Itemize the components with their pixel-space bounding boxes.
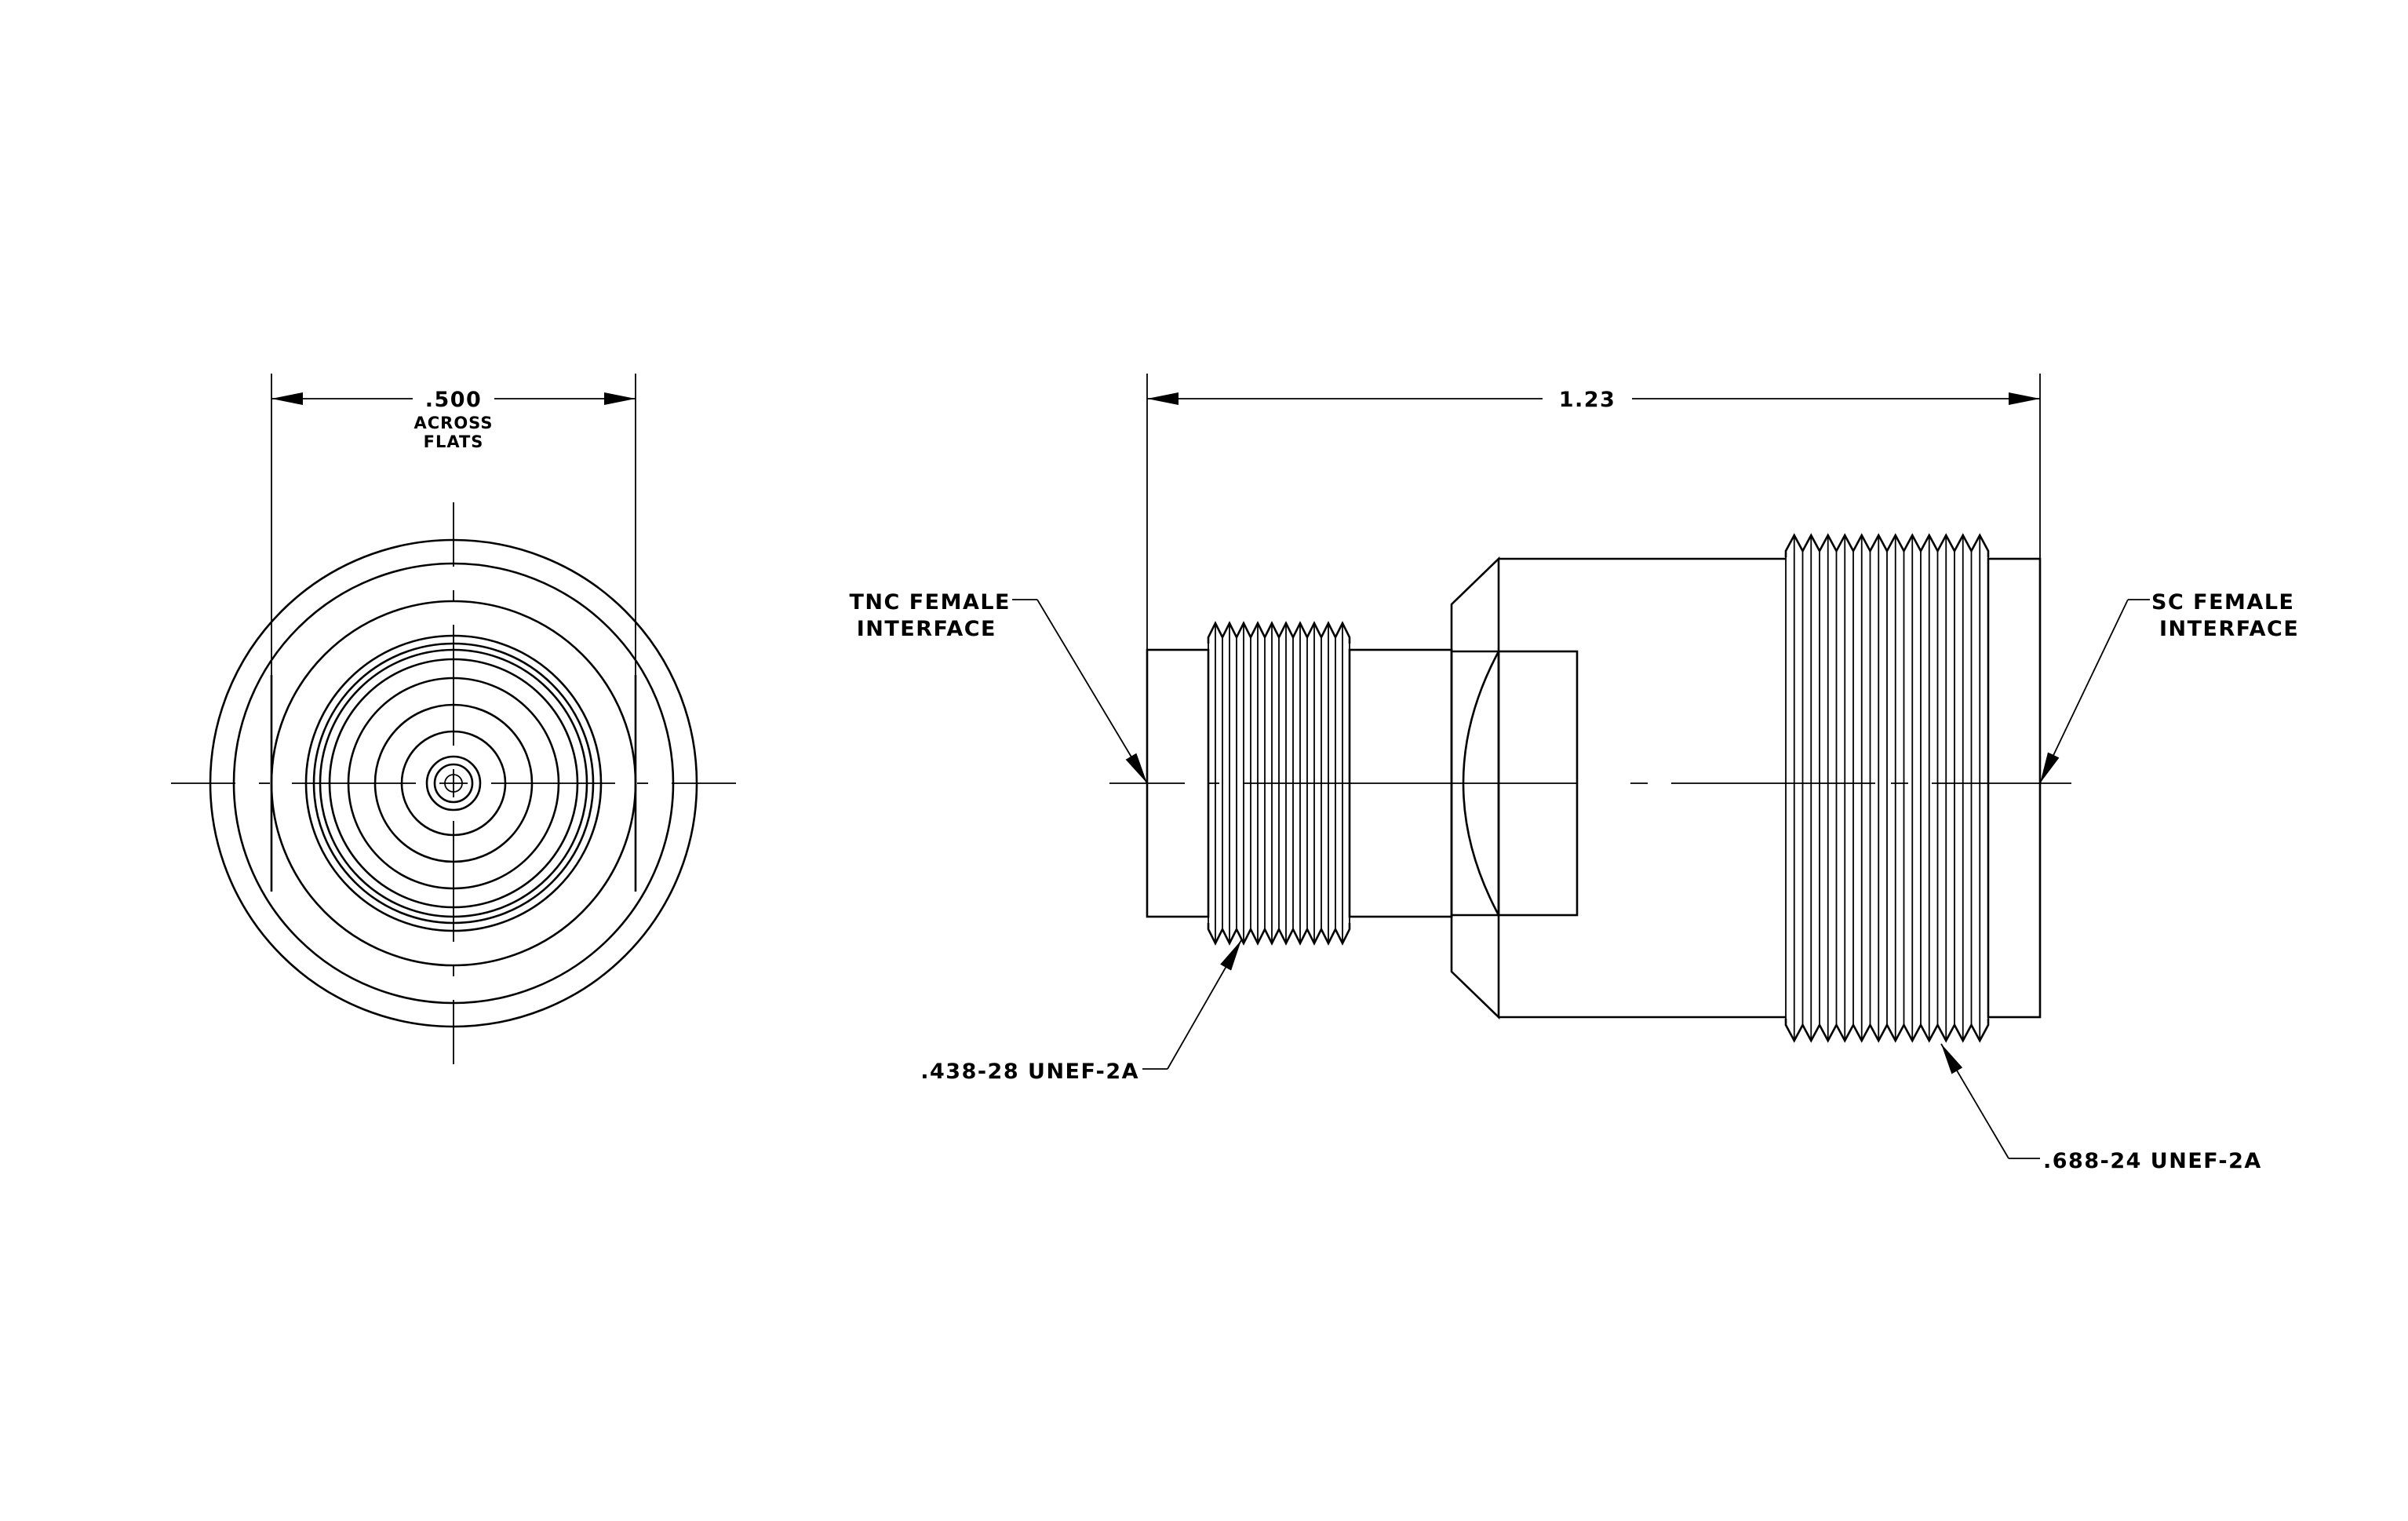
end-view: .500 ACROSS FLATS xyxy=(171,374,736,1064)
large-thread-label: .688-24 UNEF-2A xyxy=(2043,1149,2262,1173)
tnc-leader-line xyxy=(1036,599,1148,784)
tnc-interface-callout: TNC FEMALE INTERFACE xyxy=(849,590,1148,784)
sc-interface-callout: SC FEMALE INTERFACE xyxy=(2039,590,2299,784)
sc-interface-label-2: INTERFACE xyxy=(2159,617,2299,641)
large-thread-lines xyxy=(1785,535,1989,1041)
sc-interface-label-1: SC FEMALE xyxy=(2151,590,2294,615)
end-view-centerlines xyxy=(171,502,736,1064)
small-thread-leader-line xyxy=(1167,939,1242,1070)
overall-length-value: 1.23 xyxy=(1559,388,1616,412)
contact-inner-circle xyxy=(433,763,474,804)
large-thread-callout: .688-24 UNEF-2A xyxy=(1940,1043,2262,1173)
large-thread-leader-line xyxy=(1940,1043,2009,1159)
hex-chamfer xyxy=(1450,556,1500,1020)
tnc-interface-label-2: INTERFACE xyxy=(857,617,996,641)
small-thread-callout: .438-28 UNEF-2A xyxy=(920,939,1242,1084)
large-thread xyxy=(1784,533,1990,1043)
small-thread-label: .438-28 UNEF-2A xyxy=(920,1060,1139,1084)
across-flats-dimension: .500 ACROSS FLATS xyxy=(271,374,636,675)
contact-outer-circle xyxy=(425,755,482,812)
overall-length-dimension: 1.23 xyxy=(1146,374,2041,650)
sc-end-body xyxy=(1987,557,2042,1019)
tnc-interface-label-1: TNC FEMALE xyxy=(849,590,1011,615)
across-flats-note-1: ACROSS xyxy=(414,414,494,432)
side-view: 1.23 TNC FEMALE INTERFACE SC FEMALE INTE… xyxy=(849,374,2299,1173)
hex-body xyxy=(1450,556,1579,1020)
across-flats-value: .500 xyxy=(425,388,483,412)
sc-leader-line xyxy=(2039,599,2129,784)
across-flats-note-2: FLATS xyxy=(424,432,484,451)
